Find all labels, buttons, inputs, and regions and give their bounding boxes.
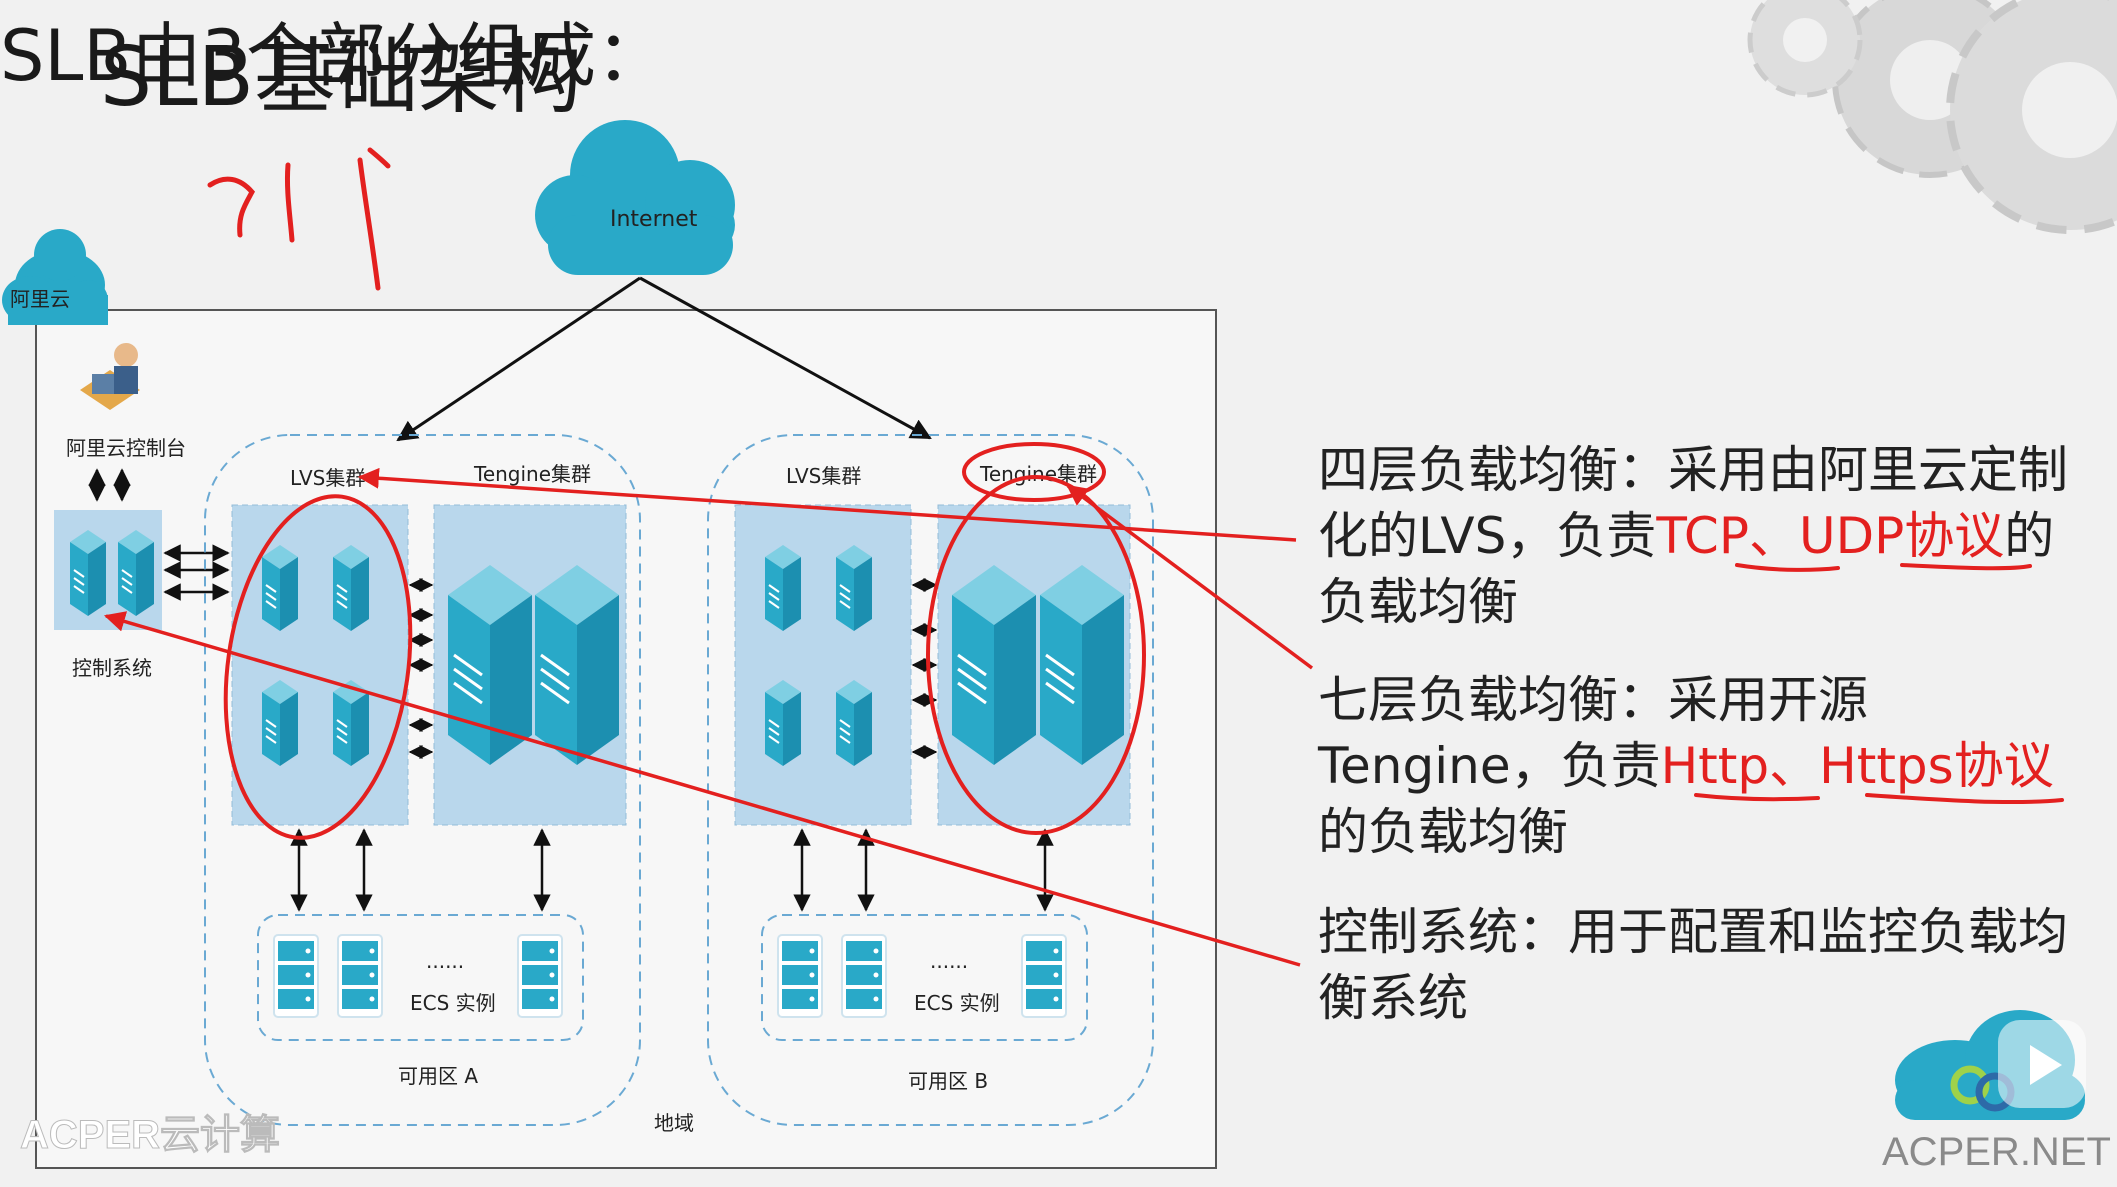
part-l4-name: 四层负载均衡: [1318, 441, 1618, 499]
part-l7-sep2: 、: [1769, 737, 1820, 795]
watermark-left: ACPER云计算: [20, 1113, 280, 1157]
watermark-brand: ACPER.NET: [1882, 1130, 2111, 1174]
part-l4-tcp: TCP: [1656, 507, 1749, 565]
internet-label: Internet: [610, 207, 698, 232]
part-l4-sep2: 、: [1749, 507, 1799, 565]
tengine-a-label: Tengine集群: [473, 462, 591, 486]
part-l4: 四层负载均衡：采用由阿里云定制化的LVS，负责TCP、UDP协议的负载均衡: [1318, 437, 2098, 635]
part-l7-https: Https协议: [1819, 737, 2054, 795]
part-l7-http: Http: [1660, 737, 1770, 795]
part-control-name: 控制系统: [1318, 903, 1518, 961]
region-label: 地域: [654, 1111, 694, 1135]
play-badge-icon: [1998, 1020, 2086, 1108]
lvs-a-panel: [231, 504, 409, 826]
lvs-a-circle: [223, 494, 413, 840]
ecs-b-group: [761, 914, 1088, 1041]
tengine-b-label: Tengine集群: [979, 462, 1097, 486]
components-heading: SLB由3个部分组成：: [0, 15, 666, 97]
zone-b-label: 可用区 B: [908, 1069, 988, 1093]
part-control: 控制系统：用于配置和监控负载均衡系统: [1318, 899, 2098, 1031]
ecs-b-ellipsis: ......: [930, 949, 968, 973]
zone-b-box: [707, 434, 1154, 1126]
ecs-a-group: [257, 914, 584, 1041]
part-l4-sep: ：: [1618, 441, 1668, 499]
tengine-b-label-circle: [962, 442, 1106, 502]
part-control-text: 用于配置和监控负载均衡系统: [1318, 903, 2068, 1027]
control-system-label: 控制系统: [72, 656, 152, 680]
aliyun-cloud-label: 阿里云: [10, 287, 70, 311]
lvs-a-label: LVS集群: [290, 466, 365, 490]
zone-a-box: [204, 434, 641, 1126]
aliyun-cloud-icon: [2, 229, 108, 325]
slide-title: SLB基础架构: [100, 30, 582, 125]
red-underlines: [1694, 563, 2064, 805]
handwriting-annotation: [207, 147, 391, 291]
part-l4-text: 采用由阿里云定制化的LVS，负责: [1318, 441, 2068, 565]
part-l7-sep: ：: [1618, 671, 1668, 729]
part-l7: 七层负载均衡：采用开源Tengine，负责Http、Https协议的负载均衡: [1318, 667, 2098, 865]
part-l7-tail: 的负载均衡: [1318, 803, 1568, 861]
zone-a-label: 可用区 A: [398, 1064, 478, 1088]
gears-decoration: [1747, 0, 2117, 234]
part-l4-tail: 的负载均衡: [1318, 507, 2055, 631]
console-label: 阿里云控制台: [66, 436, 186, 460]
lvs-b-label: LVS集群: [786, 464, 861, 488]
tengine-b-circle: [926, 475, 1146, 835]
lvs-b-panel: [734, 504, 912, 826]
ecs-a-label: ECS 实例: [410, 991, 496, 1015]
internet-cloud-icon: [535, 120, 735, 275]
part-control-sep: ：: [1518, 903, 1568, 961]
part-l4-udp: UDP协议: [1799, 507, 2005, 565]
part-l7-text: 采用开源Tengine，负责: [1318, 671, 1868, 795]
ecs-b-label: ECS 实例: [914, 991, 1000, 1015]
ecs-a-ellipsis: ......: [426, 949, 464, 973]
console-user-icon: [80, 343, 140, 410]
part-l7-name: 七层负载均衡: [1318, 671, 1618, 729]
